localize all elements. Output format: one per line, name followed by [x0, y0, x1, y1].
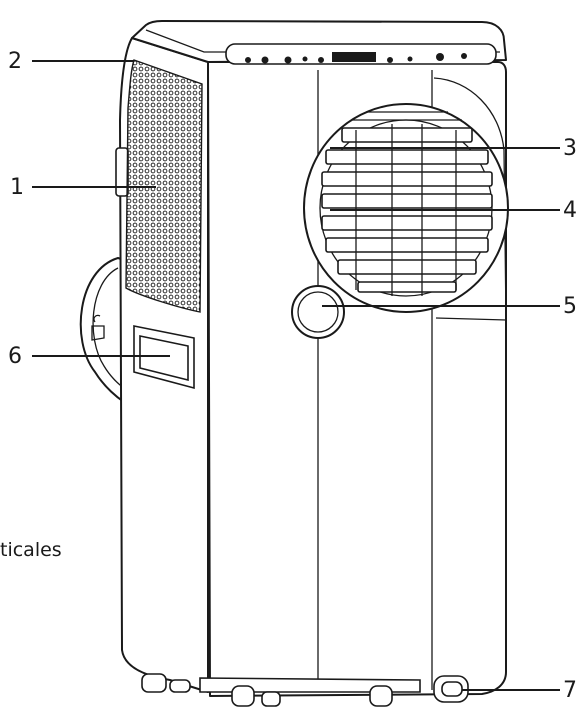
callout-6: 6 [8, 344, 22, 369]
callout-4: 4 [563, 198, 577, 223]
callout-lines [32, 60, 560, 691]
callout-7: 7 [563, 678, 577, 703]
hose-connector [79, 257, 125, 403]
callout-2: 2 [8, 49, 22, 74]
carry-handle [133, 325, 195, 390]
fragment-text: ticales [0, 539, 62, 561]
callout-1: 1 [10, 175, 24, 200]
callout-3: 3 [563, 136, 577, 161]
louvers [321, 111, 493, 296]
air-intake-grille [125, 59, 203, 313]
callout-5: 5 [563, 294, 577, 319]
remote-receiver [291, 285, 345, 339]
air-outlet [291, 77, 509, 339]
control-panel-buttons [245, 52, 467, 64]
casters [141, 673, 469, 707]
